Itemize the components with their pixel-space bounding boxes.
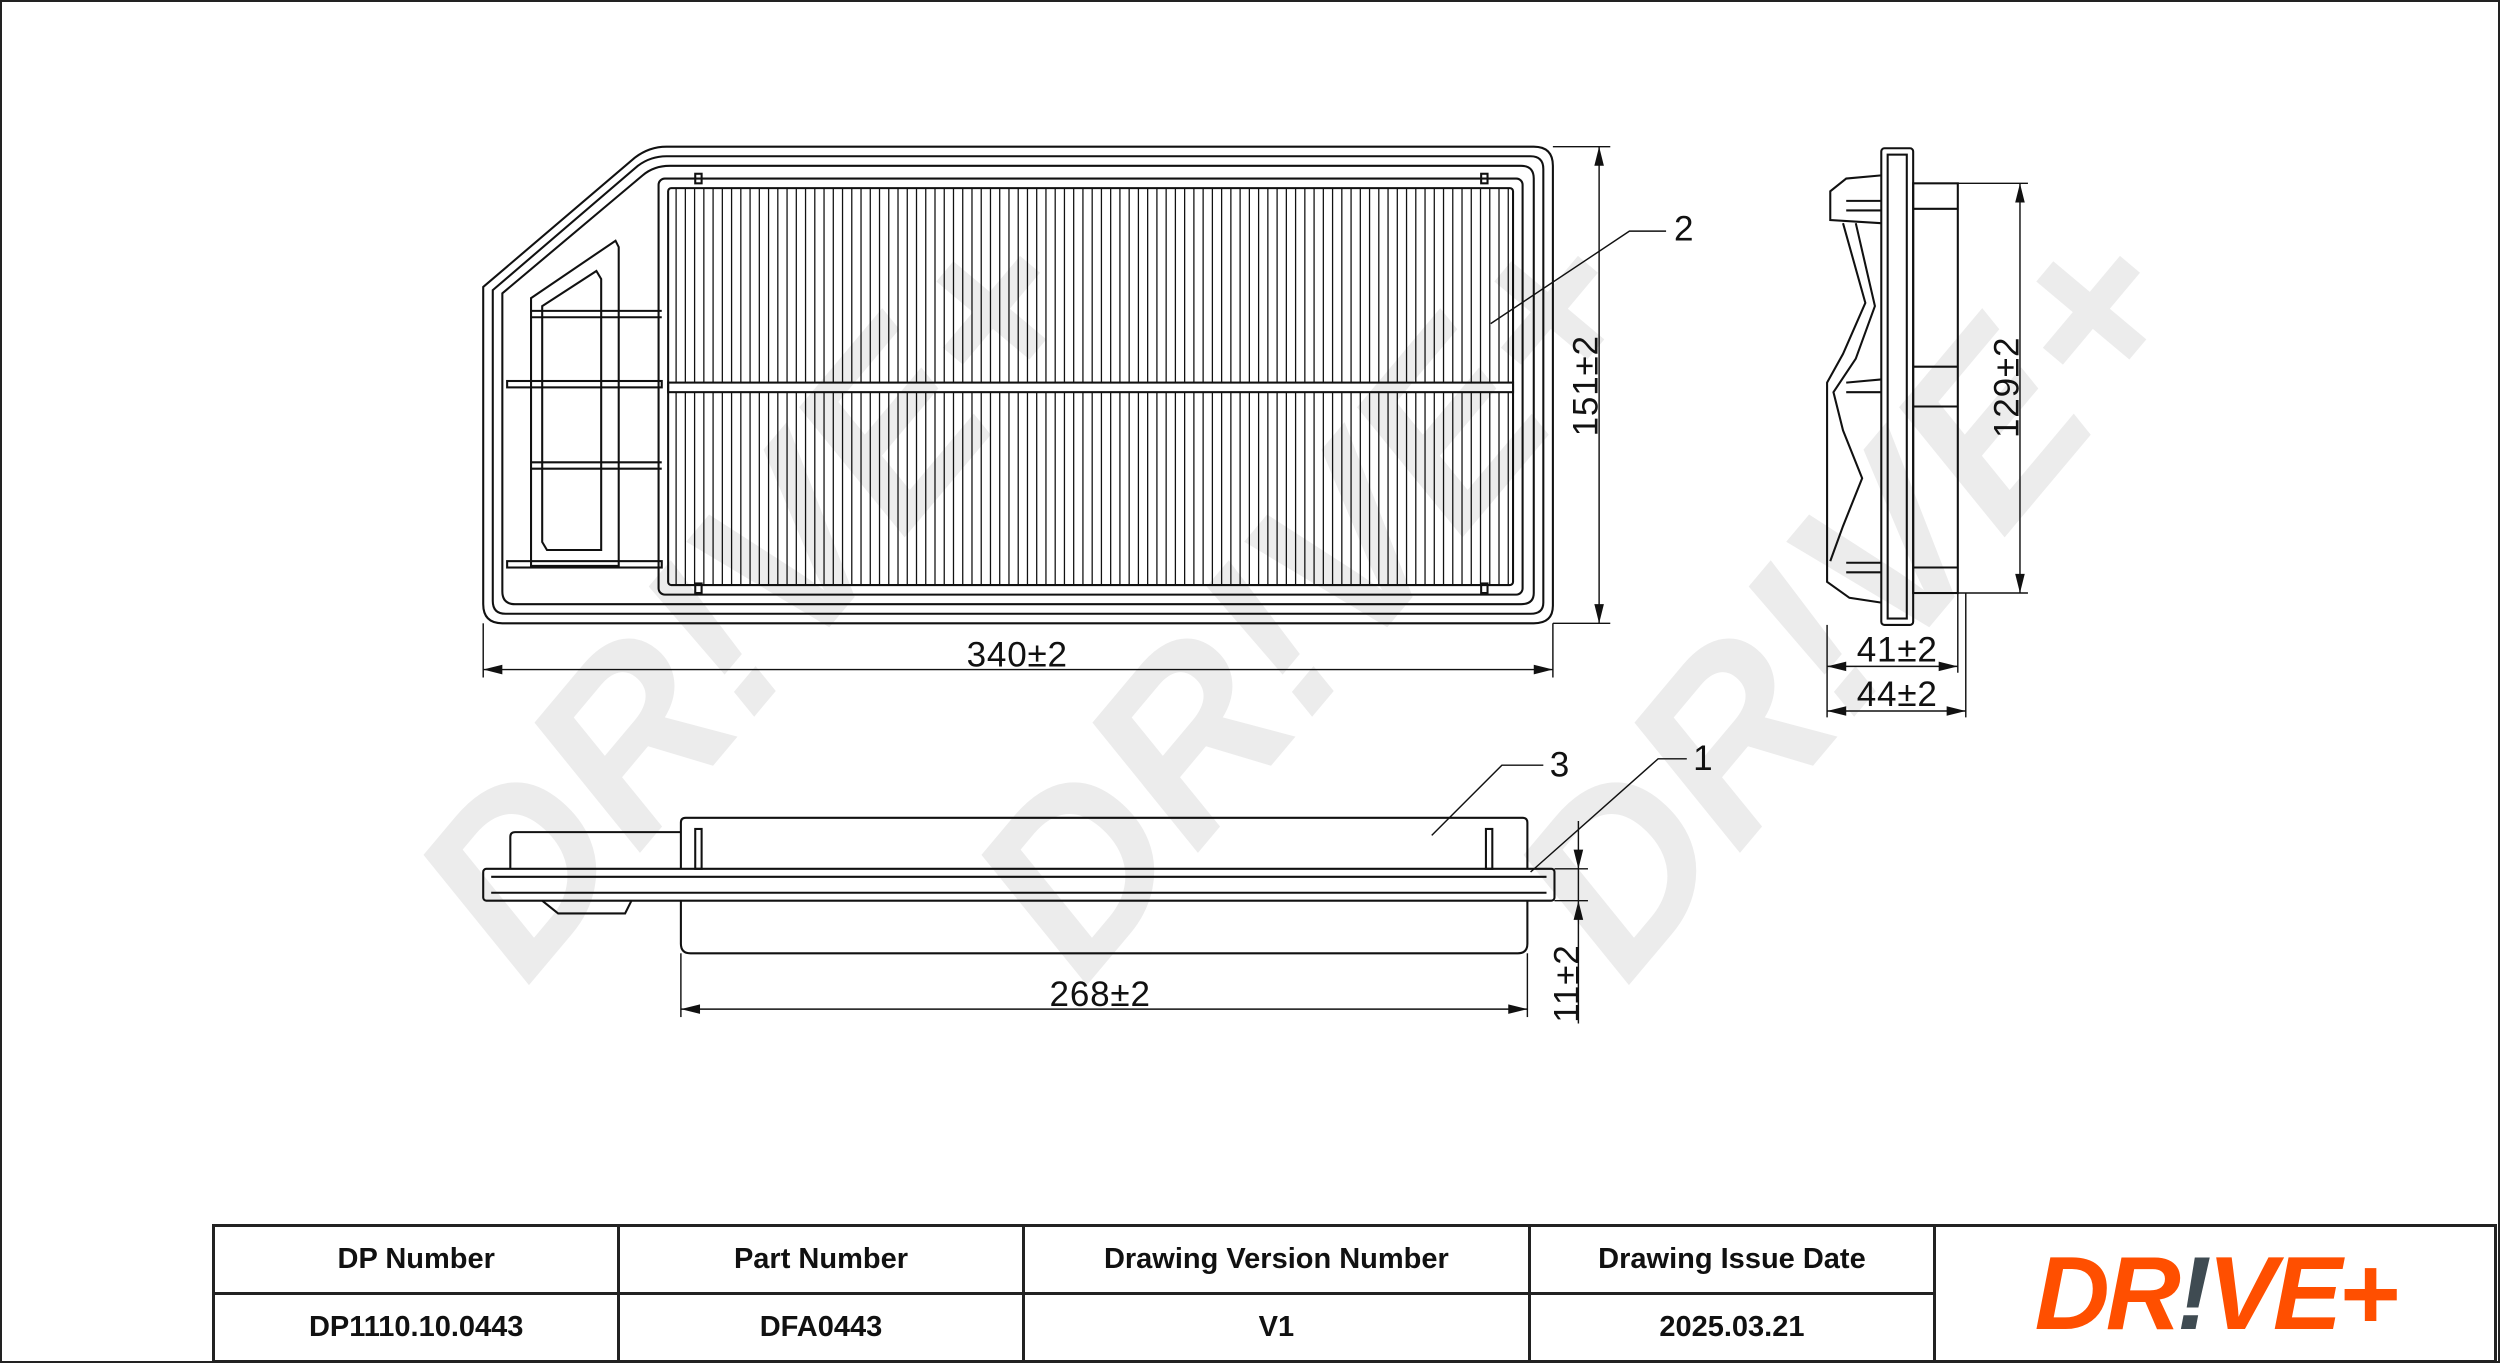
- dimension-side-depth-inner: 41±2: [1857, 631, 1938, 670]
- dimension-side-depth-outer: 44±2: [1857, 675, 1938, 714]
- dimension-side-height: 129±2: [1987, 337, 2026, 438]
- dimension-length: 340±2: [967, 635, 1068, 674]
- side-view: 129±2 41±2 44±2: [1826, 147, 2028, 718]
- header-issue-date: Drawing Issue Date: [1528, 1224, 1936, 1295]
- dimension-thickness: 11±2: [1547, 944, 1586, 1022]
- callout-2: 2: [1674, 210, 1694, 249]
- top-view: 340±2 151±2 2: [482, 145, 1694, 678]
- callout-3: 3: [1550, 745, 1570, 784]
- value-issue-date: 2025.03.21: [1528, 1292, 1936, 1363]
- value-part-number: DFA0443: [617, 1292, 1025, 1363]
- brand-logo: DR!VE+: [1932, 1224, 2498, 1363]
- bottom-view: 268±2 11±2 3 1: [482, 739, 1713, 1024]
- header-part-number: Part Number: [617, 1224, 1025, 1295]
- header-dp-number: DP Number: [211, 1224, 621, 1295]
- callout-1: 1: [1693, 739, 1713, 778]
- value-dp-number: DP1110.10.0443: [211, 1292, 621, 1363]
- title-block: DP Number Part Number Drawing Version Nu…: [211, 1224, 2498, 1363]
- dimension-width: 151±2: [1567, 335, 1606, 436]
- value-drawing-version: V1: [1021, 1292, 1532, 1363]
- header-drawing-version: Drawing Version Number: [1021, 1224, 1532, 1295]
- watermark: DR!VE+ DR!VE+ DR!VE+: [361, 173, 2233, 1021]
- filter-pleats: [675, 188, 1509, 586]
- dimension-bottom-length: 268±2: [1050, 975, 1151, 1014]
